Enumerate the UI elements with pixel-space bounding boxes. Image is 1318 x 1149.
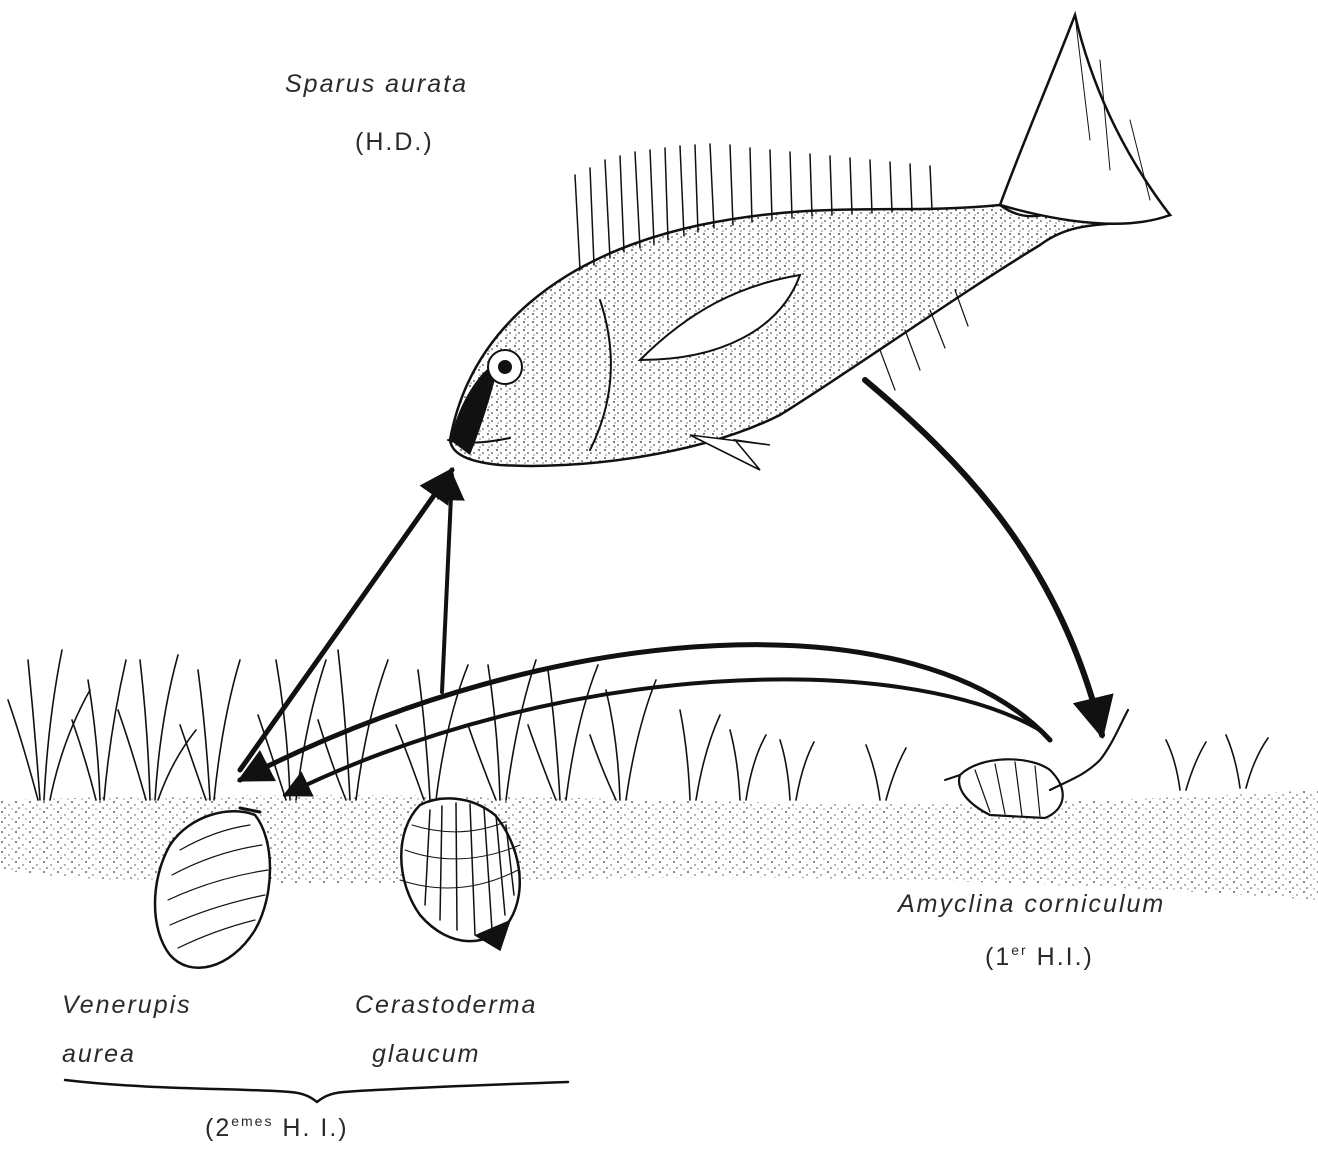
label-sparus-name: Sparus aurata	[285, 70, 468, 98]
group-role-abbr: H. I.	[282, 1114, 338, 1142]
label-cerastoderma-line2: glaucum	[372, 1040, 481, 1068]
grass-clump-7	[396, 665, 468, 800]
fish-tail	[1000, 15, 1170, 224]
seagrass	[8, 650, 1268, 800]
grass-clump-3	[118, 655, 196, 800]
group-role-num: 2	[215, 1114, 231, 1142]
grass-clump-9	[528, 665, 598, 800]
group-role-sup: emes	[231, 1113, 273, 1129]
pelvic-fin	[690, 435, 770, 470]
label-venerupis-line2: aurea	[62, 1040, 136, 1068]
grass-clump-15	[1166, 740, 1206, 790]
arrow-cerastoderma-to-fish	[442, 475, 452, 692]
arrow-snail-to-cerastoderma	[285, 679, 1040, 795]
label-amyclina-role: (1er H.I.)	[985, 942, 1094, 971]
grass-clump-6	[318, 650, 388, 800]
grass-clump-16	[1226, 735, 1268, 788]
arrow-fish-to-snail	[865, 380, 1102, 735]
grass-clump-14	[866, 745, 906, 800]
sparus-aurata-fish	[448, 15, 1170, 470]
label-amyclina-name: Amyclina corniculum	[896, 890, 1165, 918]
grass-clump-4	[180, 660, 240, 800]
fish-eye	[488, 350, 522, 384]
amyclina-role-sup: er	[1011, 942, 1027, 958]
grass-clump-10	[590, 680, 656, 800]
label-group-role: (2emes H. I.)	[205, 1113, 349, 1142]
amyclina-role-abbr: H.I.	[1037, 943, 1084, 971]
grass-clump-2	[72, 660, 126, 800]
label-venerupis-line1: Venerupis	[62, 991, 192, 1019]
grass-clump-11	[680, 710, 720, 800]
grass-clump-1	[8, 650, 90, 800]
group-brace	[65, 1080, 568, 1102]
amyclina-role-num: 1	[995, 943, 1011, 971]
label-sparus-role: (H.D.)	[355, 128, 434, 156]
label-cerastoderma-line1: Cerastoderma	[355, 991, 537, 1019]
grass-clump-12	[730, 730, 766, 800]
grass-clump-13	[780, 740, 814, 800]
